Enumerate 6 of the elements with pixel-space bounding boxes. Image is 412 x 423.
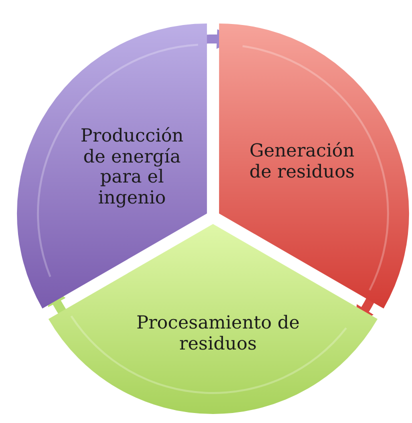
segment-label: Generación de residuos <box>248 141 356 183</box>
cycle-segment <box>16 23 207 309</box>
cycle-segment <box>48 224 378 414</box>
segment-label: Procesamiento de residuos <box>135 313 301 355</box>
segment-label: Producción de energía para el ingenio <box>79 126 185 210</box>
cycle-segment <box>219 23 410 309</box>
